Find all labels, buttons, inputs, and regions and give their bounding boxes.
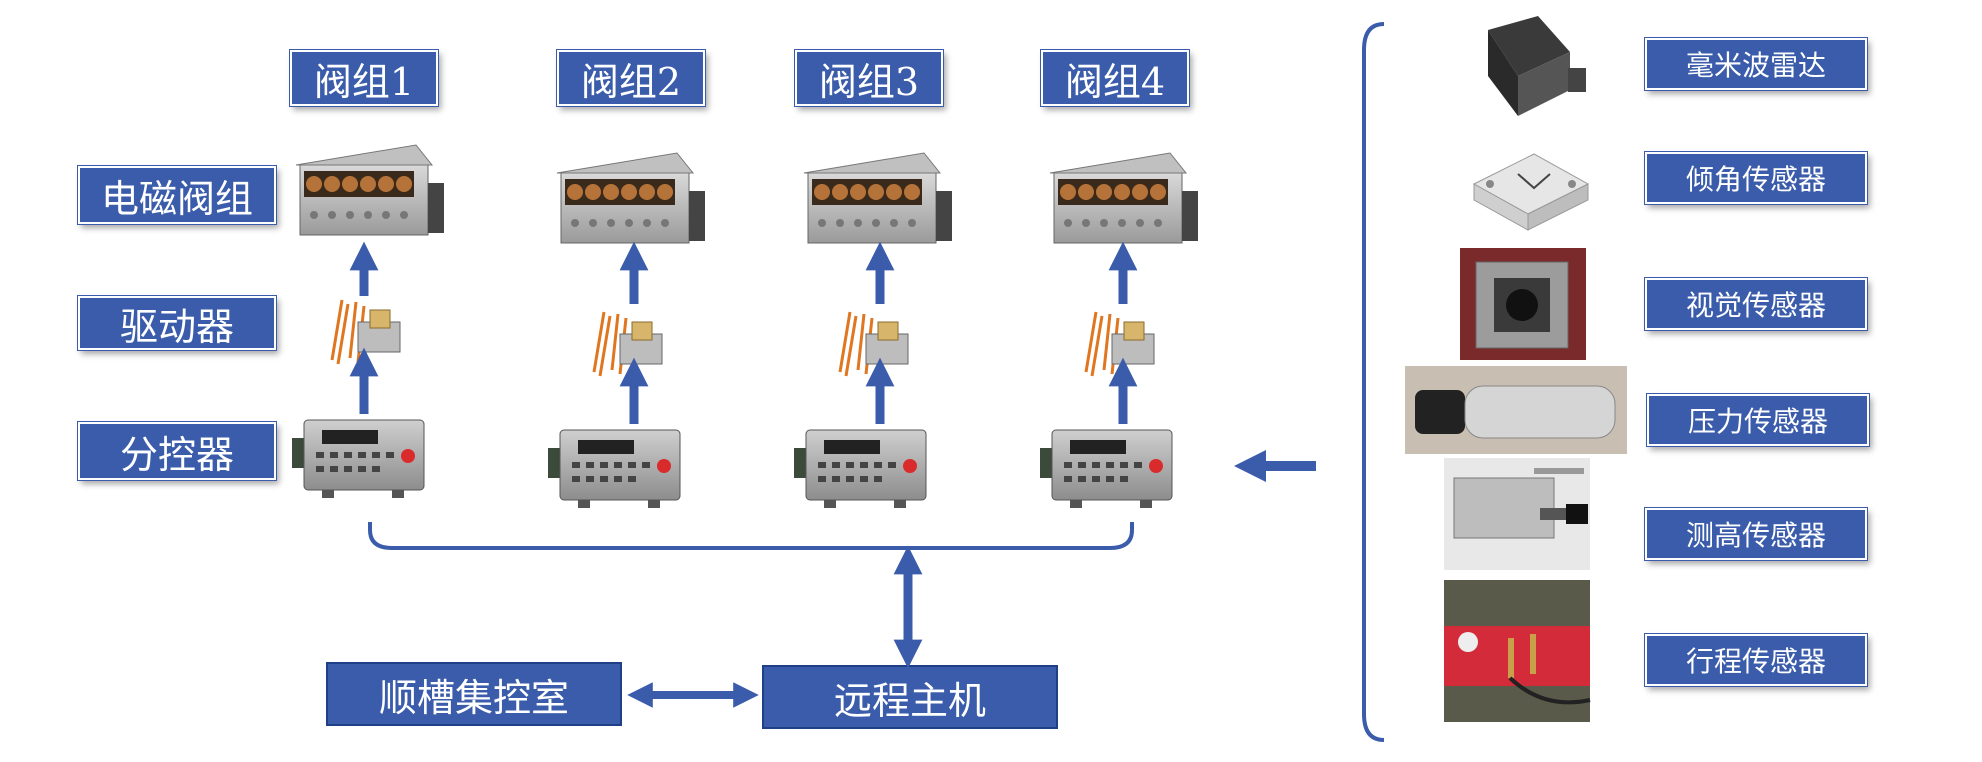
driver-module-1 <box>330 299 401 365</box>
valve-group-1-label: 阀组1 <box>290 50 438 106</box>
pressure-sensor-icon <box>1405 366 1627 454</box>
height-sensor-icon <box>1444 458 1590 570</box>
driver-module-3 <box>838 311 909 377</box>
sensor-label-height: 测高传感器 <box>1645 508 1867 560</box>
sensor-label-radar: 毫米波雷达 <box>1645 38 1867 90</box>
sensor-bracket <box>1362 22 1385 742</box>
sub-controller-unit-2 <box>548 429 681 508</box>
sensor-label-stroke: 行程传感器 <box>1645 634 1867 686</box>
sub-controller-unit-1 <box>292 419 425 498</box>
control-room-box: 顺槽集控室 <box>326 662 622 726</box>
sub-controller-unit-3 <box>794 429 927 508</box>
up-arrows <box>349 241 1138 424</box>
driver-module-4 <box>1084 311 1155 377</box>
radar-icon <box>1488 16 1586 116</box>
solenoid-valve-block-1 <box>295 144 444 236</box>
remote-host-box: 远程主机 <box>762 665 1058 729</box>
sensor-label-vision: 视觉传感器 <box>1645 278 1867 330</box>
camera-icon <box>1460 248 1586 360</box>
tilt-sensor-icon <box>1472 153 1590 231</box>
sub-controller-unit-4 <box>1040 429 1173 508</box>
solenoid-valve-block-3 <box>803 152 952 244</box>
valve-group-4-label: 阀组4 <box>1041 50 1189 106</box>
solenoid-valve-group-label: 电磁阀组 <box>78 166 276 224</box>
valve-group-3-label: 阀组3 <box>795 50 943 106</box>
sensor-label-tilt: 倾角传感器 <box>1645 152 1867 204</box>
bus-bracket <box>368 522 1134 550</box>
driver-module-2 <box>592 311 663 377</box>
stroke-sensor-icon <box>1444 580 1591 722</box>
solenoid-valve-block-4 <box>1049 152 1198 244</box>
sub-controller-label: 分控器 <box>78 422 276 480</box>
solenoid-valve-block-2 <box>556 152 705 244</box>
sensor-label-pressure: 压力传感器 <box>1647 394 1869 446</box>
driver-label: 驱动器 <box>78 296 276 350</box>
valve-group-2-label: 阀组2 <box>557 50 705 106</box>
